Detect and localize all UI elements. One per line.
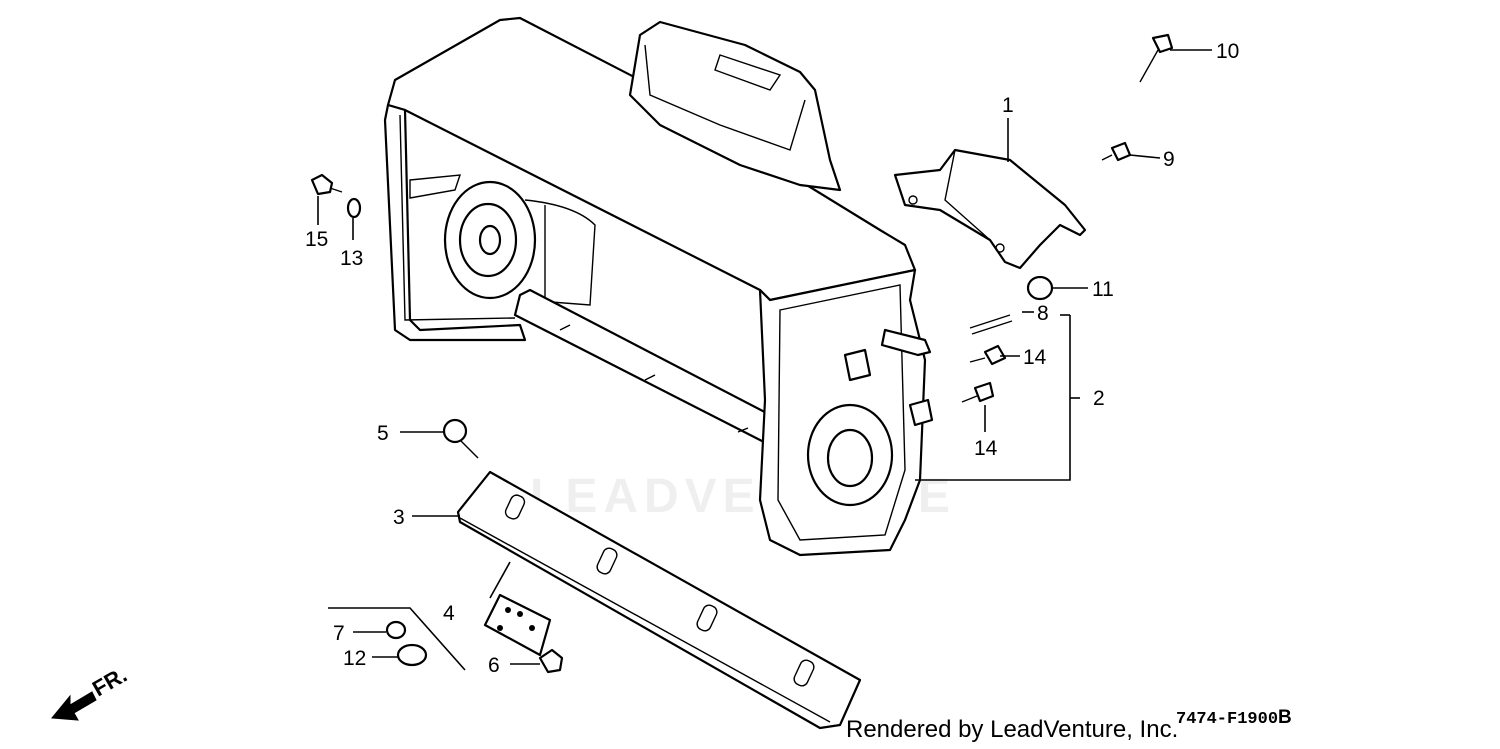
leader-lines	[317, 49, 1212, 671]
callout-13: 13	[340, 247, 363, 270]
scraper-plate	[456, 470, 862, 730]
callout-14-lower: 14	[974, 437, 998, 460]
figure-code-number: 7474-F1900	[1176, 710, 1279, 729]
fasteners	[310, 33, 1174, 674]
front-label: FR.	[88, 662, 131, 701]
figure-code: 7474-F1900B	[1176, 707, 1292, 729]
callout-7: 7	[333, 622, 345, 645]
callout-10: 10	[1216, 40, 1239, 63]
callout-8: 8	[1037, 302, 1049, 325]
front-arrow: FR.	[51, 662, 131, 721]
callout-2: 2	[1093, 387, 1105, 410]
callout-11: 11	[1092, 278, 1114, 301]
callout-4: 4	[443, 602, 455, 625]
cover-part	[893, 148, 1087, 270]
callout-6: 6	[488, 654, 500, 677]
skid-plate	[483, 593, 552, 657]
callout-labels: 1 2 3 4 5 6 7 8 9 10 11 12 13 14 14 15	[305, 40, 1239, 677]
callout-12: 12	[343, 647, 366, 670]
figure-code-suffix: B	[1278, 707, 1292, 728]
callout-1: 1	[1002, 94, 1014, 117]
callout-3: 3	[393, 506, 405, 529]
callout-9: 9	[1163, 148, 1175, 171]
callout-15: 15	[305, 228, 328, 251]
callout-14-upper: 14	[1023, 346, 1047, 369]
auger-housing	[383, 16, 934, 557]
credit-text: Rendered by LeadVenture, Inc.	[846, 716, 1179, 743]
callout-5: 5	[377, 422, 389, 445]
